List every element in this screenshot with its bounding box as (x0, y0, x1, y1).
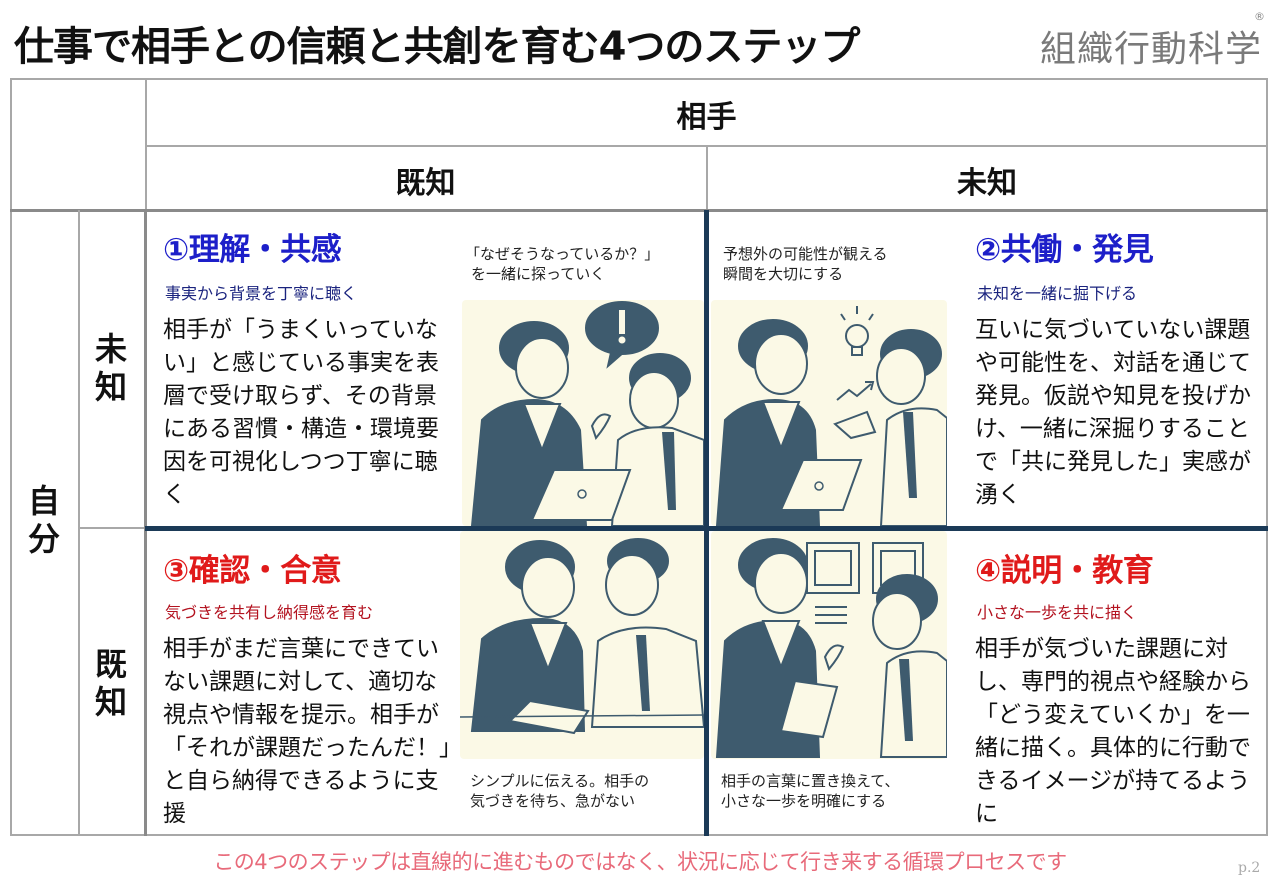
note-line: 相手の言葉に置き換えて、 (721, 772, 900, 790)
quadrant-divider-horizontal (145, 526, 1268, 531)
quadrant-collaboration-discovery: 予想外の可能性が観える 瞬間を大切にする (709, 212, 1266, 526)
quadrant-subtitle: 気づきを共有し納得感を育む (165, 603, 374, 622)
quadrant-understanding-empathy: ①理解・共感 事実から背景を丁寧に聴く 相手が「うまくいっていない」と感じている… (147, 212, 704, 526)
quadrant-subtitle: 未知を一緒に掘下げる (977, 284, 1138, 303)
quadrant-title: ④説明・教育 (975, 553, 1154, 589)
page-number: p.2 (1238, 860, 1261, 876)
note-line: 「なぜそうなっているか？」 (465, 245, 660, 263)
quadrant-subtitle: 小さな一歩を共に描く (977, 603, 1138, 622)
page-title: 仕事で相手との信頼と共創を育む4つのステップ (14, 24, 860, 70)
quadrant-title: ③確認・合意 (163, 553, 342, 589)
quadrant-divider-vertical (704, 210, 709, 836)
grid-line (10, 209, 1268, 212)
quadrant-body: 相手がまだ言葉にできていない課題に対して、適切な視点や情報を提示。相手が「それが… (163, 636, 451, 827)
brand-logo: 組織行動科学 (1040, 29, 1263, 70)
note-line: 予想外の可能性が観える (723, 245, 888, 263)
note-line: を一緒に探っていく (471, 265, 606, 283)
column-label-known: 既知 (395, 166, 456, 201)
row-label-char: 未 (94, 330, 127, 368)
note-line: シンプルに伝える。相手の (470, 772, 650, 790)
presentation-board-icon (715, 538, 948, 758)
matrix-frame (10, 78, 1268, 836)
illustration-explaining-document (711, 531, 948, 759)
row-label-known: 既 知 (91, 645, 131, 721)
row-axis-label: 自 分 (24, 482, 64, 558)
quadrant-title: ①理解・共感 (163, 232, 342, 268)
quadrant-note: 予想外の可能性が観える 瞬間を大切にする (723, 244, 888, 284)
illustration-conversation-lightbulb (711, 300, 948, 526)
note-taking-icon (459, 538, 704, 735)
illustration-writing-notes (459, 531, 704, 759)
quadrant-note: シンプルに伝える。相手の 気づきを待ち、急がない (470, 771, 649, 811)
row-axis-char: 自 (27, 482, 60, 520)
quadrant-body: 相手が気づいた課題に対し、専門的視点や経験から「どう変えていくか」を一緒に描く。… (975, 636, 1251, 827)
column-axis-label: 相手 (676, 100, 737, 135)
quadrant-body: 互いに気づいていない課題や可能性を、対話を通じて発見。仮説や知見を投げかけ、一緒… (975, 317, 1251, 508)
grid-line (144, 210, 147, 836)
people-talking-icon (470, 301, 704, 526)
row-axis-char: 分 (27, 520, 60, 558)
quadrant-subtitle: 事実から背景を丁寧に聴く (165, 284, 358, 303)
note-line: 気づきを待ち、急がない (470, 792, 636, 810)
quadrant-body: 相手が「うまくいっていない」と感じている事実を表層で受け取らず、その背景にある習… (163, 317, 439, 508)
note-line: 瞬間を大切にする (723, 265, 844, 283)
grid-line (78, 527, 145, 529)
row-label-char: 既 (94, 645, 127, 683)
column-label-unknown: 未知 (957, 166, 1017, 201)
quadrant-note: 「なぜそうなっているか？」 を一緒に探っていく (465, 244, 659, 284)
grid-line (145, 78, 147, 210)
grid-line (706, 145, 708, 210)
note-line: 小さな一歩を明確にする (721, 792, 887, 810)
illustration-conversation-exclamation (462, 300, 704, 526)
row-label-unknown: 未 知 (91, 330, 131, 406)
grid-line (78, 210, 80, 836)
quadrant-title: ②共働・発見 (975, 232, 1154, 268)
row-label-char: 知 (94, 683, 127, 721)
quadrant-confirmation-agreement: ③確認・合意 気づきを共有し納得感を育む 相手がまだ言葉にできていない課題に対し… (147, 531, 704, 834)
row-label-char: 知 (94, 368, 127, 406)
quadrant-explanation-education: 相手の言葉に置き換えて、 小さな一歩を明確にする ④説明・教育 小さな一歩を共に… (709, 531, 1266, 834)
registered-mark: ® (1254, 10, 1265, 23)
lightbulb-idea-icon (715, 306, 948, 526)
quadrant-note: 相手の言葉に置き換えて、 小さな一歩を明確にする (721, 771, 900, 811)
footer-message: この4つのステップは直線的に進むものではなく、状況に応じて行き来する循環プロセス… (213, 850, 1067, 874)
